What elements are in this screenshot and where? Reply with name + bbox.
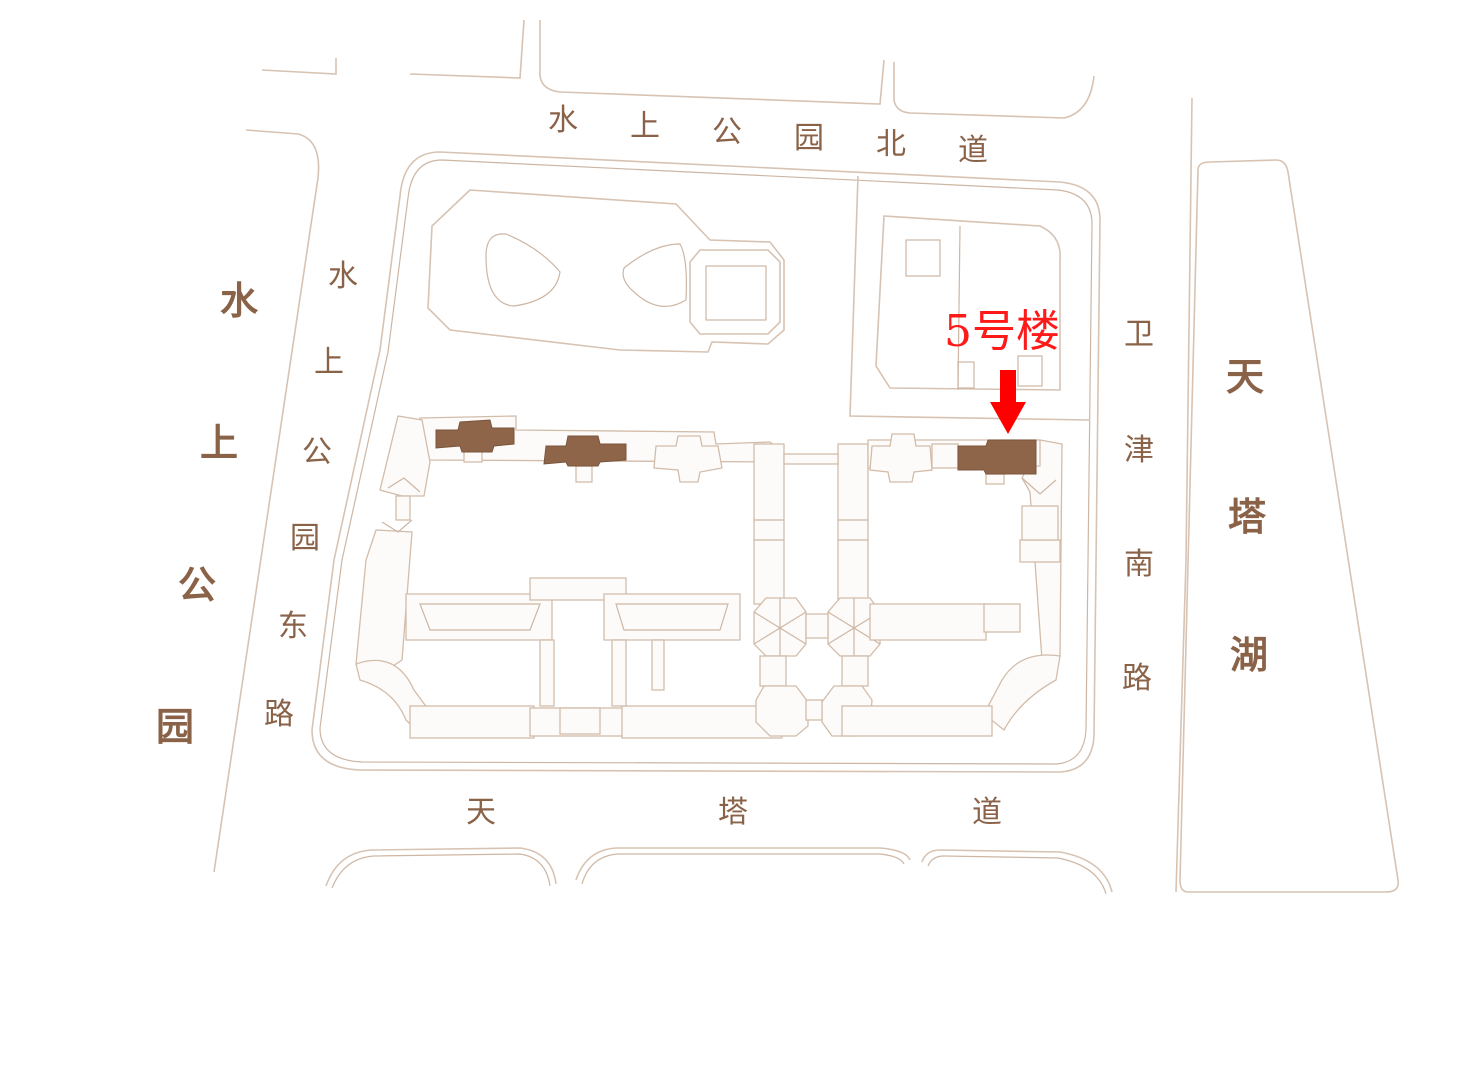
road-label-south: 天 塔 道 [466, 795, 1002, 830]
svg-text:水: 水 [328, 259, 358, 294]
road-label-west: 水 上 公 园 东 路 [264, 259, 358, 732]
svg-text:路: 路 [1122, 661, 1152, 696]
svg-text:塔: 塔 [1228, 495, 1267, 539]
tianta-lake [1179, 159, 1400, 893]
road-label-north: 水 上 公 园 北 道 [548, 103, 988, 168]
residential-buildings [355, 415, 1063, 739]
svg-text:南: 南 [1124, 547, 1154, 582]
svg-text:道: 道 [958, 133, 988, 168]
svg-text:北: 北 [876, 127, 906, 162]
clubhouse-area [427, 189, 785, 353]
street-outlines [213, 19, 1193, 895]
svg-text:公: 公 [302, 435, 332, 470]
road-label-east: 卫 津 南 路 [1122, 317, 1154, 696]
svg-text:道: 道 [972, 795, 1002, 830]
svg-text:津: 津 [1124, 433, 1154, 468]
svg-text:上: 上 [314, 345, 344, 380]
svg-text:园: 园 [290, 521, 320, 556]
svg-text:天: 天 [1226, 355, 1264, 399]
svg-text:公: 公 [178, 563, 216, 607]
svg-text:园: 园 [794, 121, 824, 156]
compound-boundary [311, 151, 1101, 773]
svg-text:塔: 塔 [718, 795, 748, 830]
svg-text:东: 东 [278, 609, 308, 644]
building-5[interactable] [957, 439, 1037, 475]
highlighted-buildings [435, 419, 627, 467]
svg-text:水: 水 [220, 279, 259, 323]
marker-arrow-icon [990, 370, 1026, 434]
marker-label: 5号楼 [944, 306, 1060, 357]
svg-text:路: 路 [264, 697, 294, 732]
svg-text:公: 公 [712, 115, 742, 150]
svg-text:上: 上 [200, 421, 238, 465]
svg-text:天: 天 [466, 795, 496, 830]
svg-text:湖: 湖 [1230, 633, 1268, 677]
svg-text:水: 水 [548, 103, 578, 138]
northeast-facility [849, 175, 1091, 421]
svg-text:卫: 卫 [1124, 317, 1154, 352]
svg-text:上: 上 [630, 109, 660, 144]
park-label: 水 上 公 园 [156, 279, 259, 749]
lake-label: 天 塔 湖 [1226, 355, 1268, 677]
svg-text:园: 园 [156, 705, 194, 749]
